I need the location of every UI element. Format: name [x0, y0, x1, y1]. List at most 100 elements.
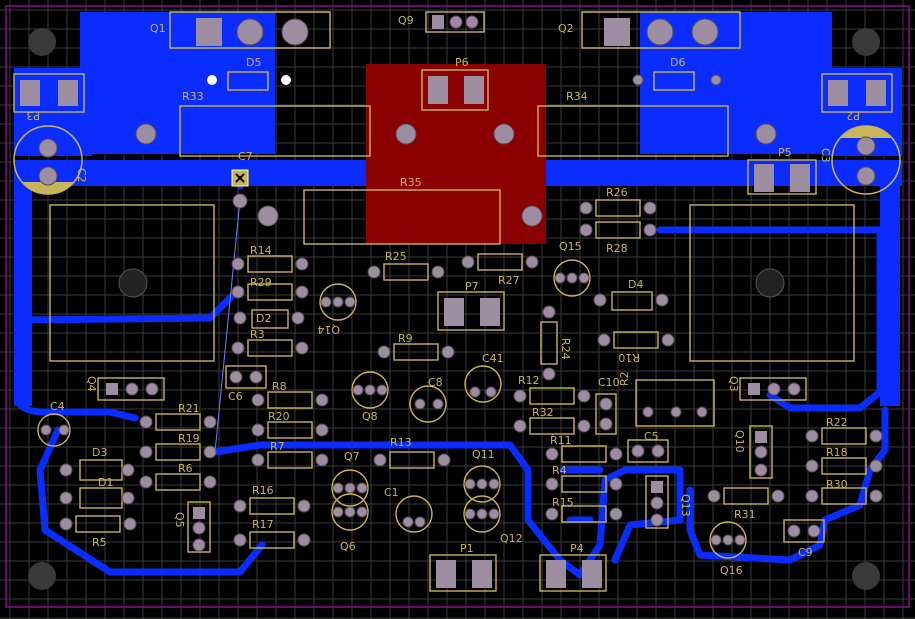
component-q1[interactable] [169, 11, 331, 49]
label-d1: D1 [98, 476, 113, 489]
resistor-r26[interactable] [579, 199, 657, 217]
label-r22: R22 [826, 416, 848, 429]
capacitor-c1[interactable] [395, 495, 433, 533]
label-r33: R33 [182, 90, 204, 103]
transistor-q16[interactable] [709, 521, 747, 559]
transistor-q12[interactable] [463, 495, 501, 533]
resistor-r16[interactable] [233, 497, 311, 515]
resistor-r15[interactable] [545, 505, 623, 523]
label-r10: R10 [618, 351, 640, 364]
capacitor-c41[interactable] [464, 365, 502, 403]
label-r18: R18 [826, 446, 848, 459]
resistor-r33[interactable] [135, 105, 417, 157]
label-d5: D5 [246, 56, 261, 69]
label-c5: C5 [644, 430, 659, 443]
resistor-r20[interactable] [251, 421, 329, 439]
transistor-q15[interactable] [553, 259, 591, 297]
resistor-r19[interactable] [139, 443, 217, 461]
resistor-r13[interactable] [373, 451, 451, 469]
label-r3: R3 [250, 328, 265, 341]
connector-p5[interactable] [747, 159, 817, 195]
label-q4: Q4 [85, 376, 98, 392]
diode-d2[interactable] [233, 309, 305, 329]
connector-p1[interactable] [429, 554, 497, 592]
transistor-q13[interactable] [645, 475, 669, 529]
resistor-r14[interactable] [231, 255, 309, 273]
resistor-r28[interactable] [579, 221, 657, 239]
resistor-r27[interactable] [461, 253, 539, 271]
connector-p2[interactable] [821, 73, 893, 113]
label-d4: D4 [628, 278, 643, 291]
capacitor-c8[interactable] [409, 385, 447, 423]
component-d5[interactable] [207, 71, 291, 91]
transistor-q6[interactable] [331, 493, 369, 531]
label-r16: R16 [252, 484, 274, 497]
resistor-r31[interactable] [707, 487, 785, 505]
capacitor-c3[interactable] [831, 125, 901, 195]
resistor-r24[interactable] [540, 305, 558, 381]
diode-d3[interactable] [59, 459, 135, 481]
transistor-q10[interactable] [749, 425, 773, 479]
resistor-r3[interactable] [231, 339, 309, 357]
label-d6: D6 [670, 56, 685, 69]
resistor-r11[interactable] [545, 445, 623, 463]
transistor-q8[interactable] [351, 371, 389, 409]
resistor-r10[interactable] [597, 331, 675, 349]
transistor-q3[interactable] [739, 377, 807, 401]
heatsink-right[interactable] [689, 204, 855, 362]
resistor-r6[interactable] [139, 473, 217, 491]
capacitor-c2[interactable] [13, 125, 83, 195]
transistor-q7[interactable] [331, 469, 369, 507]
connector-p6[interactable] [421, 69, 489, 111]
reference-designators: Q1 Q2 Q9 D5 D6 P6 R33 R34 R35 P5 C7 R26 … [50, 14, 848, 577]
label-r14: R14 [250, 244, 272, 257]
resistor-r4[interactable] [545, 475, 623, 493]
resistor-r21[interactable] [139, 413, 217, 431]
label-q10: Q10 [733, 430, 746, 453]
capacitor-c5[interactable] [627, 439, 669, 463]
label-r15: R15 [552, 496, 574, 509]
reference-designators-rotated: P3 P2 C2 C3 Q4 Q3 Q14 R10 R24 R2 Q5 Q13 … [26, 109, 860, 528]
label-c4: C4 [50, 400, 65, 413]
resistor-r17[interactable] [233, 531, 311, 549]
label-c8: C8 [428, 376, 443, 389]
trimmer-r2[interactable] [635, 379, 715, 427]
resistor-r8[interactable] [251, 391, 329, 409]
resistor-r32[interactable] [513, 417, 591, 435]
heatsink-left[interactable] [49, 204, 215, 362]
selected-pad-x-icon[interactable] [231, 169, 249, 209]
label-q7: Q7 [344, 450, 360, 463]
resistor-r18[interactable] [805, 457, 883, 475]
label-c7: C7 [238, 150, 253, 163]
transistor-q5[interactable] [187, 501, 211, 553]
capacitor-c9[interactable] [783, 519, 825, 543]
resistor-r7[interactable] [251, 451, 329, 469]
connector-p7[interactable] [437, 291, 505, 331]
label-q8: Q8 [362, 410, 378, 423]
capacitor-c4[interactable] [37, 413, 71, 447]
label-q11: Q11 [472, 448, 495, 461]
resistor-r22[interactable] [805, 427, 883, 445]
connector-p3[interactable] [13, 73, 85, 113]
transistor-q4[interactable] [97, 377, 165, 401]
transistor-q14[interactable] [319, 283, 357, 321]
resistor-r9[interactable] [377, 343, 455, 361]
component-d6[interactable] [632, 71, 722, 91]
label-r21: R21 [178, 402, 200, 415]
capacitor-c10[interactable] [595, 393, 617, 435]
component-q2[interactable] [581, 11, 741, 49]
resistor-r35[interactable] [257, 189, 543, 245]
resistor-r34[interactable] [493, 105, 777, 157]
resistor-r30[interactable] [805, 487, 883, 505]
diode-d4[interactable] [593, 291, 669, 311]
resistor-r5[interactable] [59, 515, 137, 533]
diode-d1[interactable] [59, 487, 135, 509]
transistor-q11[interactable] [463, 465, 501, 503]
resistor-r29[interactable] [231, 283, 309, 301]
resistor-r12[interactable] [513, 387, 591, 405]
connector-p4[interactable] [539, 554, 607, 592]
capacitor-c6[interactable] [225, 365, 267, 389]
component-q9[interactable] [425, 11, 485, 33]
resistor-r25[interactable] [367, 263, 445, 281]
